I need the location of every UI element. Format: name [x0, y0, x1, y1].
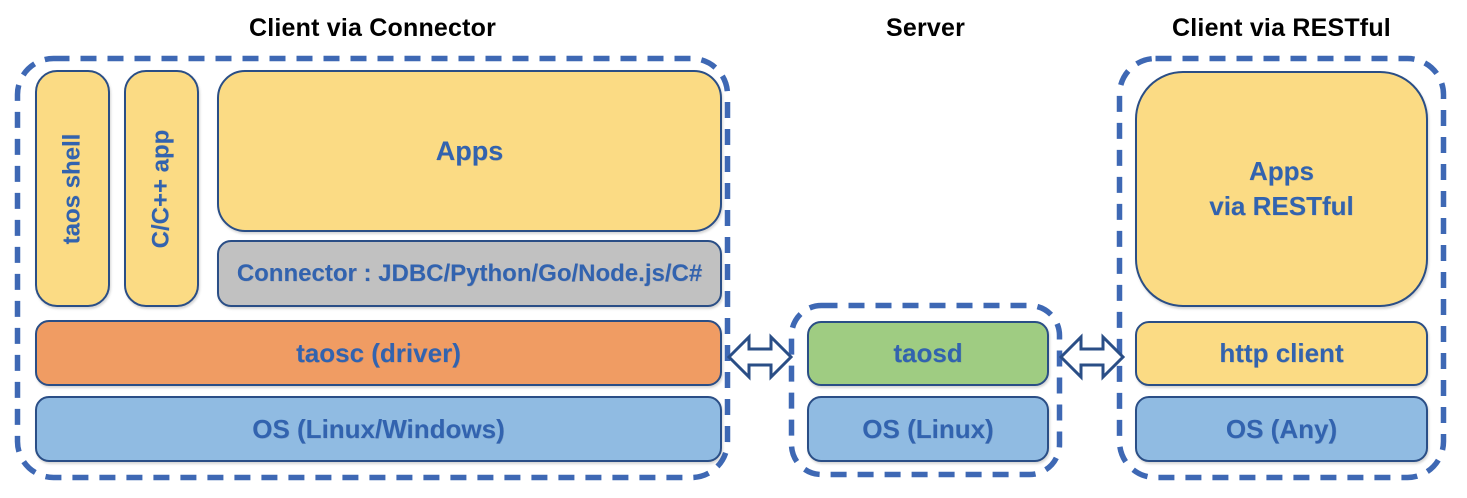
apps-box: Apps: [217, 70, 722, 232]
cpp-app-label: C/C++ app: [147, 129, 175, 248]
apps-via-restful-box: Apps via RESTful: [1135, 71, 1428, 307]
section-title-client-restful: Client via RESTful: [1172, 14, 1391, 42]
taosd-label: taosd: [893, 338, 963, 368]
taosc-driver-box: taosc (driver): [35, 320, 722, 386]
os-linux-box: OS (Linux): [807, 396, 1049, 462]
left-double-arrow-icon: [727, 333, 793, 381]
taosd-box: taosd: [807, 321, 1049, 386]
connector-box: Connector : JDBC/Python/Go/Node.js/C#: [217, 240, 722, 307]
os-linux-windows-label: OS (Linux/Windows): [252, 413, 505, 444]
section-title-server: Server: [885, 14, 966, 42]
section-title-client-connector: Client via Connector: [248, 14, 497, 42]
apps-via-restful-label: Apps via RESTful: [1209, 155, 1354, 221]
os-any-label: OS (Any): [1225, 413, 1338, 444]
os-any-box: OS (Any): [1135, 396, 1428, 462]
os-linux-label: OS (Linux): [862, 413, 994, 444]
server-dashed-border: [788, 302, 1063, 478]
taos-shell-box: taos shell: [35, 70, 110, 307]
apps-label: Apps: [435, 135, 504, 166]
client-restful-dashed-border: [1116, 55, 1447, 481]
http-client-label: http client: [1219, 338, 1344, 368]
client-connector-dashed-border: [14, 55, 731, 481]
right-double-arrow-icon: [1059, 333, 1125, 381]
os-linux-windows-box: OS (Linux/Windows): [35, 396, 722, 462]
taos-shell-label: taos shell: [58, 133, 86, 244]
connector-label: Connector : JDBC/Python/Go/Node.js/C#: [236, 259, 703, 287]
http-client-box: http client: [1135, 321, 1428, 386]
cpp-app-box: C/C++ app: [124, 70, 199, 307]
taosc-driver-label: taosc (driver): [296, 337, 461, 368]
